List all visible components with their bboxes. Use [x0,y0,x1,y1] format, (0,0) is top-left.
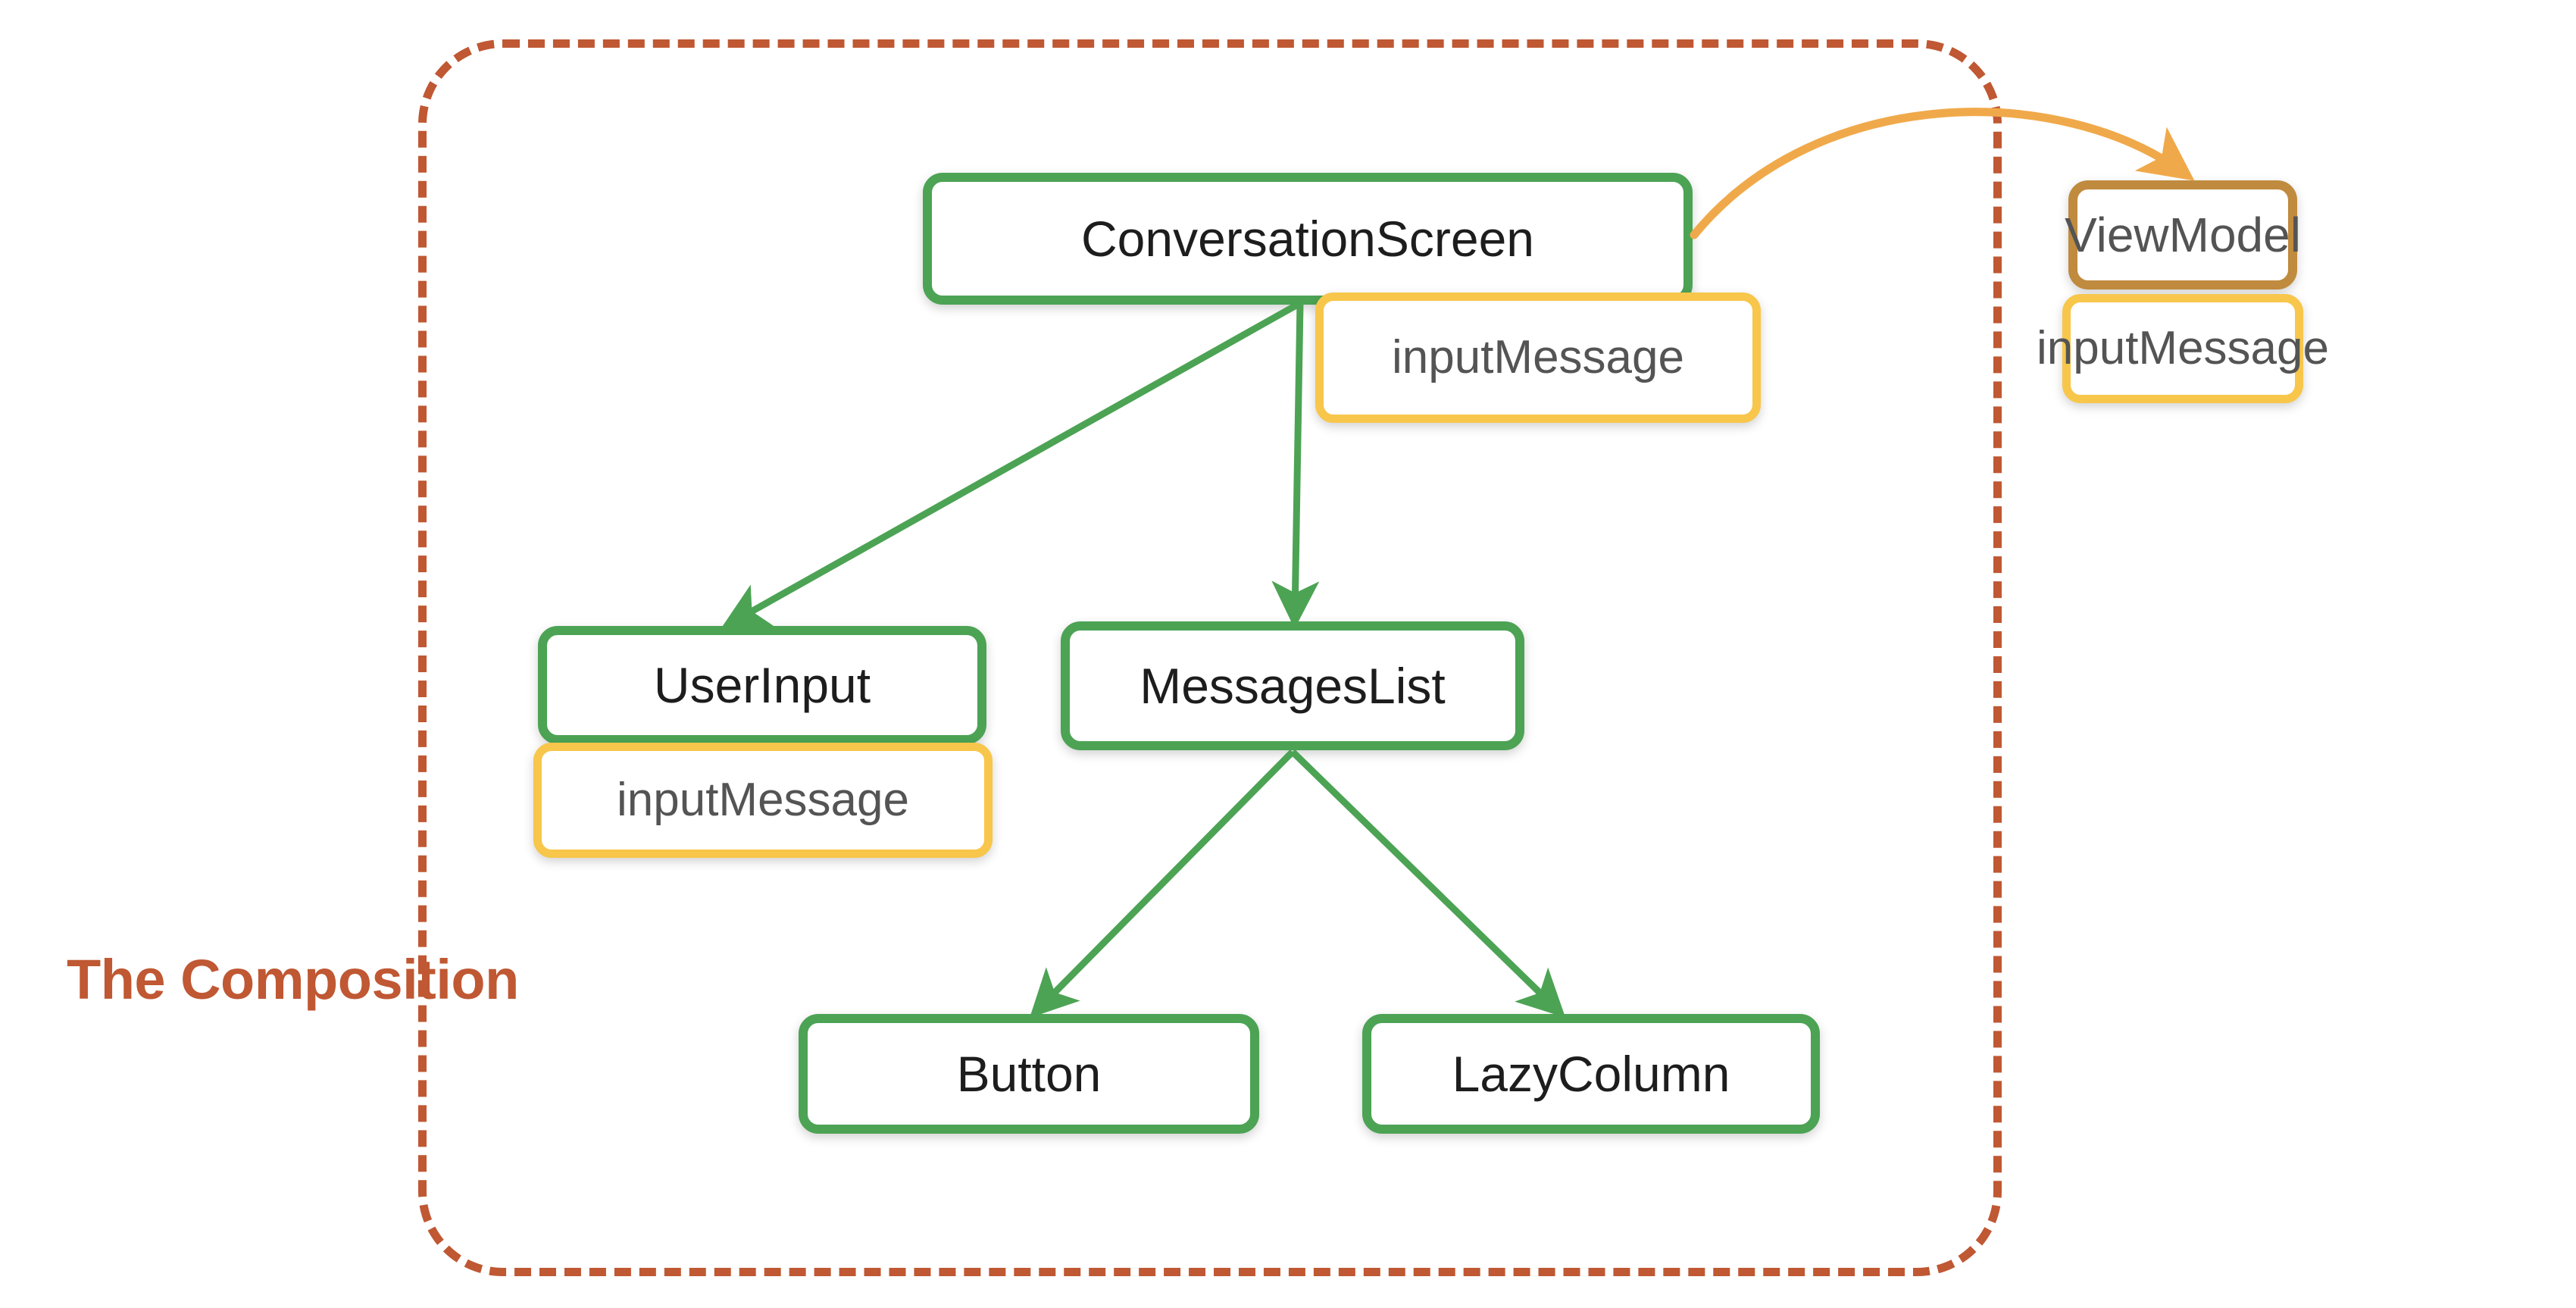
node-label: ViewModel [2065,208,2301,262]
node-messages-list[interactable]: MessagesList [1061,621,1524,750]
node-conversation-screen[interactable]: ConversationScreen [923,173,1693,305]
edge-messageslist-to-lazycolumn [1290,749,1566,1018]
node-label: UserInput [653,657,871,713]
node-label: inputMessage [2036,322,2330,374]
node-label: inputMessage [1391,331,1685,383]
edge-messageslist-to-button [1029,749,1296,1019]
edge-conversationscreen-to-userinput [721,300,1302,629]
node-button[interactable]: Button [799,1014,1259,1134]
node-label: Button [956,1046,1102,1102]
edge-conversationscreen-to-messageslist [1271,302,1320,629]
node-label: MessagesList [1140,658,1446,714]
node-view-model-input-message-state[interactable]: inputMessage [2037,294,2329,403]
node-label: inputMessage [616,774,910,826]
node-user-input-input-message-state[interactable]: inputMessage [533,743,993,858]
node-user-input[interactable]: UserInput [538,626,986,744]
node-view-model[interactable]: ViewModel [2065,180,2301,289]
node-label: ConversationScreen [1081,211,1534,267]
node-label: LazyColumn [1452,1046,1730,1102]
composition-boundary-label: The Composition [67,948,519,1011]
node-conversation-screen-input-message-state[interactable]: inputMessage [1315,293,1761,423]
node-lazy-column[interactable]: LazyColumn [1362,1014,1820,1134]
